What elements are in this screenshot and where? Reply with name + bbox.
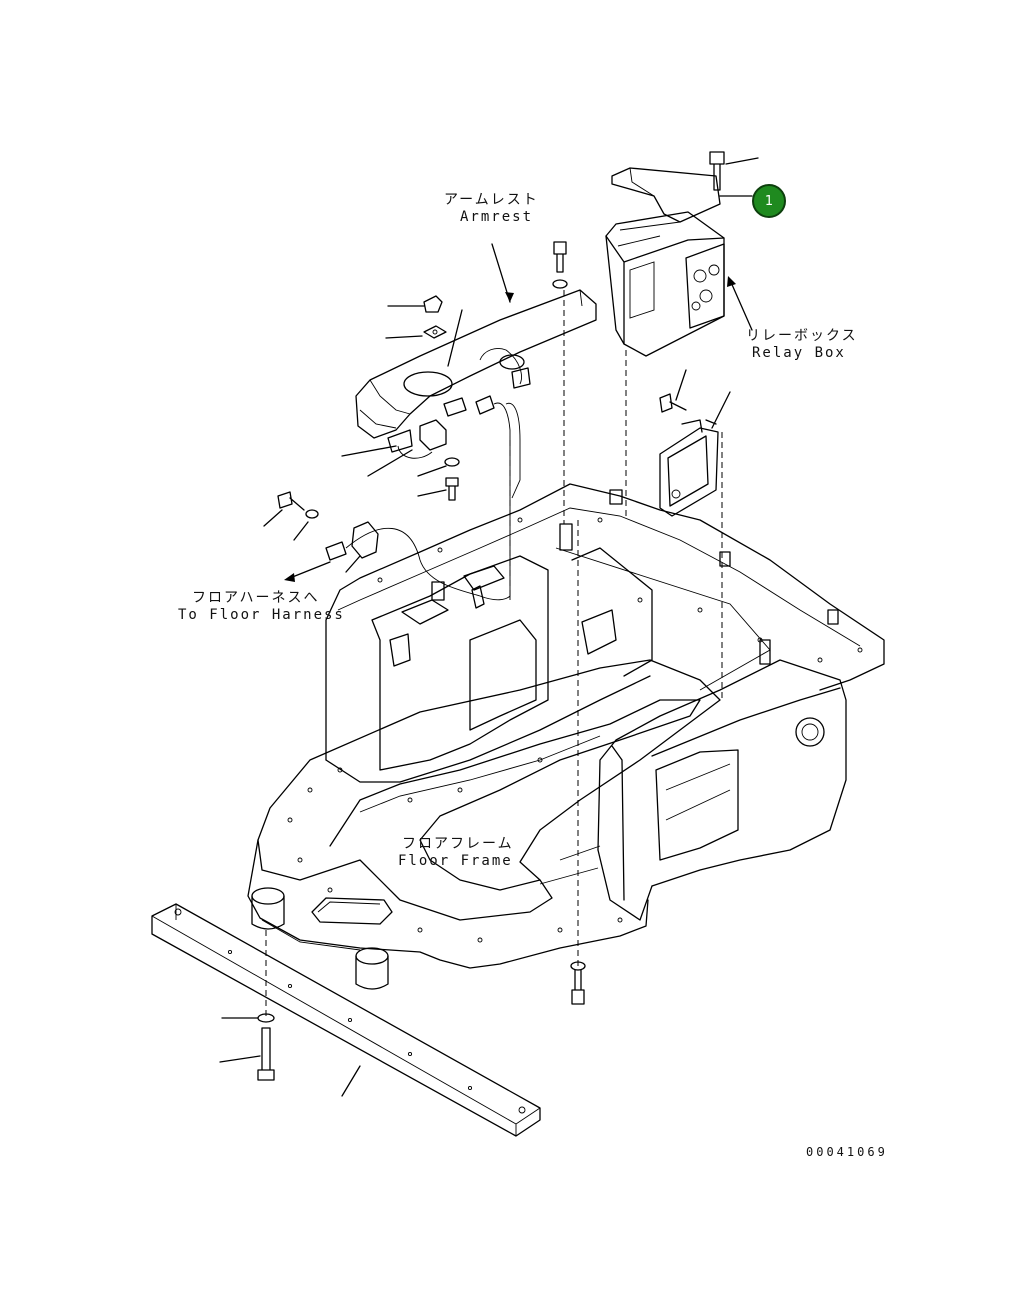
drawing-number: 00041069 [806, 1145, 888, 1159]
cross-beam-part [151, 903, 541, 1137]
armrest-label-en: Armrest [460, 209, 534, 225]
floor-harness-label-en: To Floor Harness [178, 607, 345, 623]
relay-box-part [605, 167, 725, 517]
floor-frame-part [247, 483, 885, 990]
armrest-label-jp: アームレスト [444, 192, 539, 208]
floor-harness-label-jp: フロアハーネスへ [192, 590, 320, 606]
callout-badge-1[interactable]: 1 [752, 184, 786, 218]
fasteners [257, 151, 725, 1081]
armrest-part [325, 289, 597, 609]
relay-box-label-jp: リレーボックス [746, 328, 858, 344]
relay-box-label-en: Relay Box [752, 345, 846, 361]
leader-lines [219, 157, 759, 1097]
floor-frame-label-en: Floor Frame [398, 853, 513, 869]
floor-frame-label-jp: フロアフレーム [402, 836, 514, 852]
